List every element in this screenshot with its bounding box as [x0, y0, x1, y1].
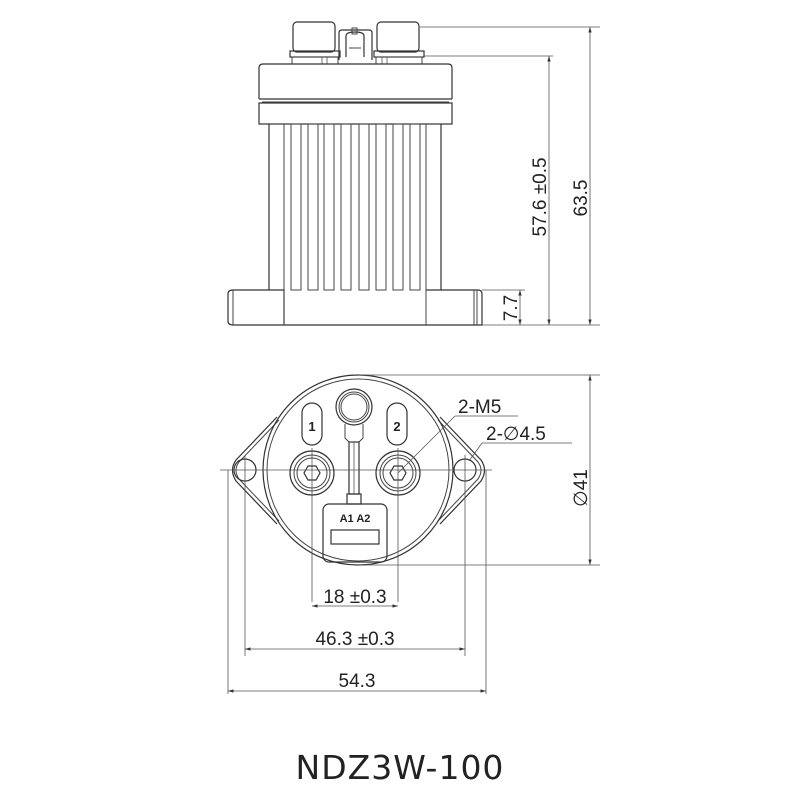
coil-labels: A1 A2 [340, 513, 371, 525]
model-title: NDZ3W-100 [295, 748, 505, 787]
coil-lead [335, 388, 373, 505]
top-cap [258, 63, 453, 99]
dim-body-height: 57.6 ±0.5 [530, 157, 551, 236]
callout-mount-hole: 2-∅4.5 [486, 424, 546, 445]
dim-flange-height: 7.7 [501, 295, 522, 321]
terminal-label-pill-1 [301, 402, 323, 446]
nameplate-slot [330, 529, 380, 545]
side-view: 7.7 57.6 ±0.5 63.5 [227, 21, 600, 326]
cooling-fins [290, 123, 421, 291]
dim-hole-spacing: 46.3 ±0.3 [315, 629, 394, 650]
terminal-label-2: 2 [393, 419, 400, 434]
base-flange [227, 289, 483, 326]
dim-terminal-spacing: 18 ±0.3 [323, 587, 386, 608]
callout-terminal-thread: 2-M5 [458, 397, 501, 418]
dim-diameter: ∅41 [571, 469, 592, 507]
body-band [258, 102, 453, 125]
terminal-stud-right [373, 21, 425, 65]
coil-connector [338, 27, 373, 60]
terminal-stud-left [289, 21, 341, 65]
dim-overall-width: 54.3 [339, 671, 376, 692]
terminal-label-pill-2 [386, 402, 408, 446]
coil-label-box [322, 503, 388, 563]
top-view: 1 2 A1 A2 ∅41 2-M5 [220, 374, 600, 694]
terminal-label-1: 1 [308, 419, 315, 434]
dim-total-height: 63.5 [571, 180, 592, 217]
